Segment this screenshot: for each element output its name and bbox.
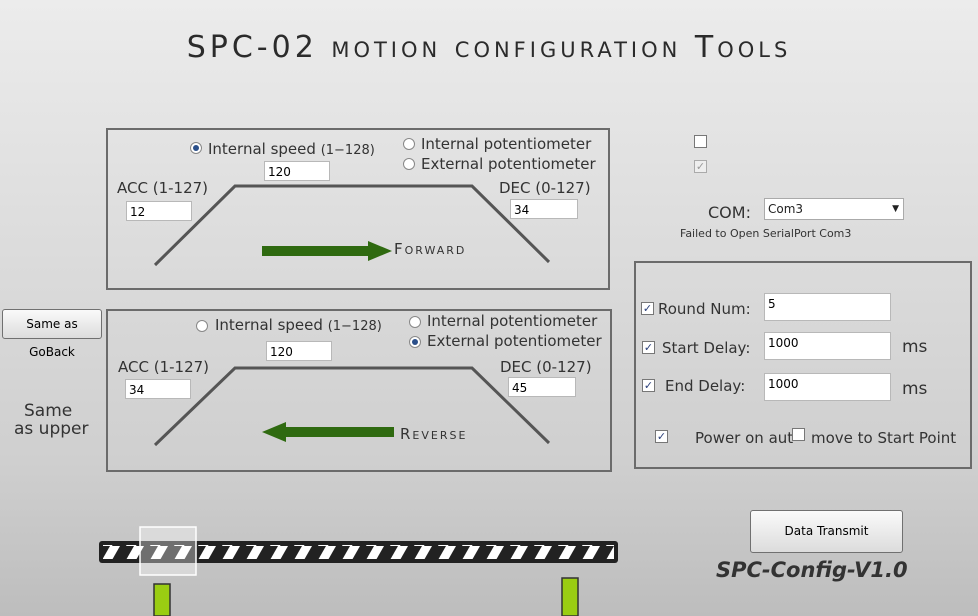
forward-direction-label: Forward	[394, 240, 467, 258]
power-on-checkbox[interactable]: ✓	[655, 430, 668, 443]
reverse-internal-pot-radio[interactable]	[409, 316, 421, 328]
carriage	[139, 526, 197, 576]
forward-internal-speed-radio[interactable]	[190, 142, 202, 154]
power-on-label: Power on aut	[695, 429, 794, 447]
com-select[interactable]: Com3 ▼	[764, 198, 904, 220]
end-delay-input[interactable]: 1000	[764, 373, 891, 401]
move-start-label: move to Start Point	[811, 429, 957, 447]
start-delay-unit: ms	[902, 337, 928, 357]
com-select-value: Com3	[768, 202, 804, 216]
app-title: SPC-02 motion configuration Tools	[186, 30, 792, 65]
forward-internal-pot-label: Internal potentiometer	[421, 135, 592, 153]
same-as-goback-button[interactable]: Same as GoBack	[2, 309, 102, 359]
reverse-external-pot-radio[interactable]	[409, 336, 421, 348]
chevron-down-icon: ▼	[892, 204, 899, 214]
forward-internal-speed-label: Internal speed (1−128)	[208, 140, 375, 158]
round-input[interactable]: 5	[764, 293, 891, 321]
forward-speed-input[interactable]: 120	[264, 161, 330, 181]
reverse-dec-label: DEC (0-127)	[500, 358, 592, 376]
version-label: SPC-Config-V1.0	[716, 558, 908, 582]
settings-panel	[634, 261, 972, 469]
forward-dec-label: DEC (0-127)	[499, 179, 591, 197]
unlabeled-checkbox-2[interactable]: ✓	[694, 160, 707, 173]
data-transmit-button[interactable]: Data Transmit	[750, 510, 903, 553]
forward-internal-pot-radio[interactable]	[403, 138, 415, 150]
forward-external-pot-radio[interactable]	[403, 158, 415, 170]
same-as-upper-label-1: Same	[24, 401, 73, 421]
end-delay-unit: ms	[902, 379, 928, 399]
reverse-speed-input[interactable]: 120	[266, 341, 332, 361]
end-delay-checkbox[interactable]: ✓	[642, 379, 655, 392]
reverse-internal-pot-label: Internal potentiometer	[427, 312, 598, 330]
end-delay-label: End Delay:	[665, 377, 746, 395]
forward-panel	[106, 128, 610, 290]
move-start-checkbox[interactable]	[792, 428, 805, 441]
com-label: COM:	[708, 203, 751, 222]
com-status: Failed to Open SerialPort Com3	[680, 227, 852, 240]
unlabeled-checkbox-1[interactable]	[694, 135, 707, 148]
reverse-panel	[106, 309, 612, 472]
rail-stripes	[103, 545, 614, 559]
rail	[99, 541, 618, 563]
reverse-dec-input[interactable]: 45	[508, 377, 576, 397]
start-delay-checkbox[interactable]: ✓	[642, 341, 655, 354]
forward-external-pot-label: External potentiometer	[421, 155, 596, 173]
start-delay-label: Start Delay:	[662, 339, 751, 357]
same-as-upper-label-2: as upper	[14, 419, 89, 439]
reverse-external-pot-label: External potentiometer	[427, 332, 602, 350]
reverse-acc-label: ACC (1-127)	[118, 358, 210, 376]
forward-dec-input[interactable]: 34	[510, 199, 578, 219]
start-marker	[153, 583, 171, 616]
reverse-internal-speed-radio[interactable]	[196, 320, 208, 332]
reverse-direction-label: Reverse	[400, 425, 468, 443]
end-marker	[561, 577, 579, 616]
reverse-acc-input[interactable]: 34	[125, 379, 191, 399]
start-delay-input[interactable]: 1000	[764, 332, 891, 360]
reverse-internal-speed-label: Internal speed (1−128)	[215, 316, 382, 334]
round-checkbox[interactable]: ✓	[641, 302, 654, 315]
forward-acc-label: ACC (1-127)	[117, 179, 209, 197]
forward-acc-input[interactable]: 12	[126, 201, 192, 221]
round-label: Round Num:	[658, 300, 751, 318]
